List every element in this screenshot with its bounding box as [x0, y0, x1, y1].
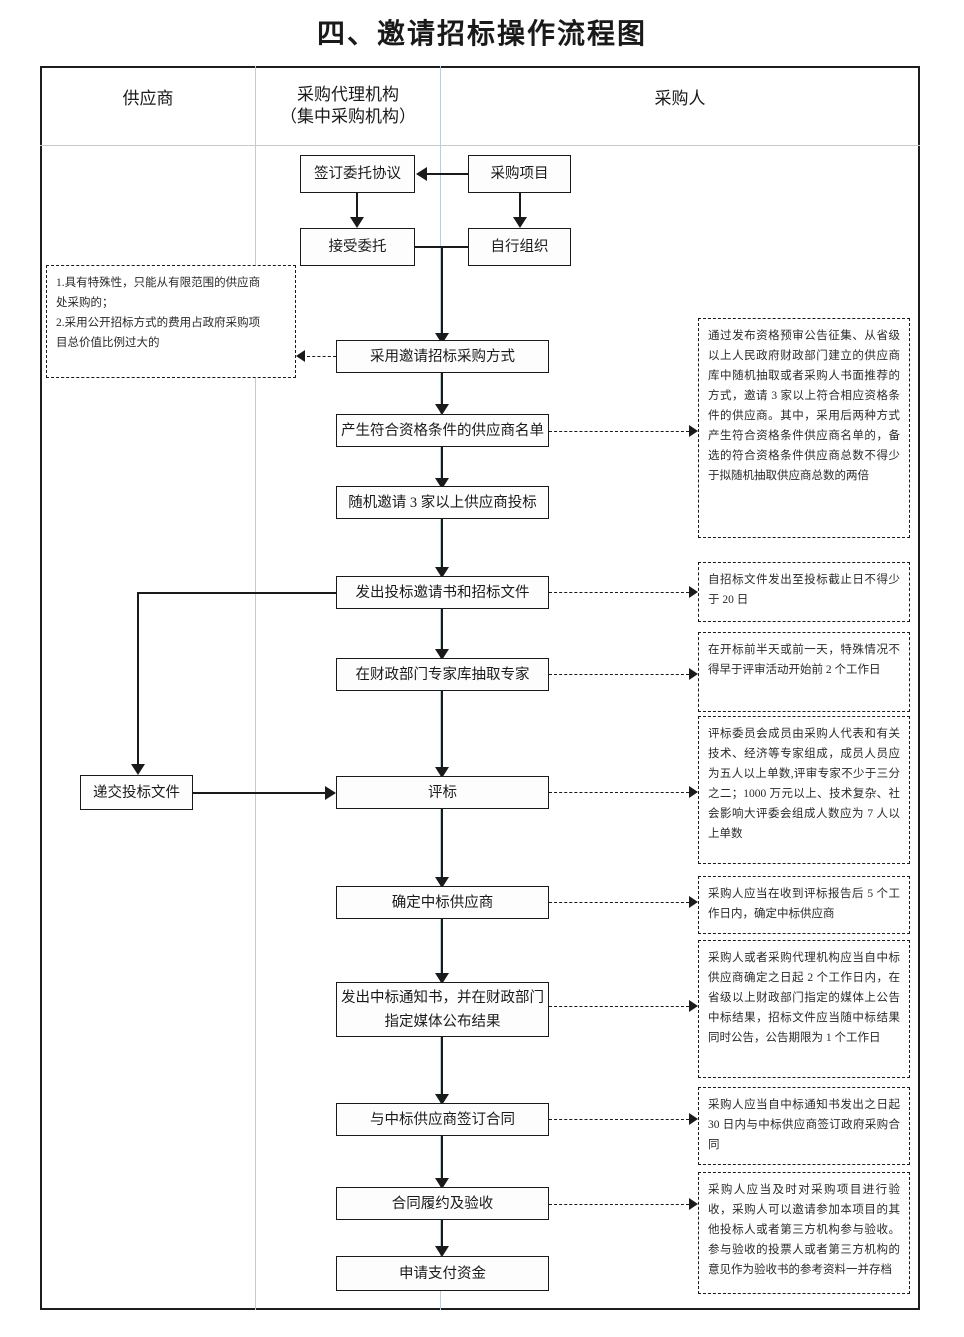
connector-project-to-self: [519, 193, 521, 222]
lane-header-agency-line2: （集中采购机构）: [280, 107, 416, 126]
arrowhead-invite-to-issue: [435, 567, 449, 578]
arrowhead-issue-to-experts: [435, 649, 449, 660]
note-bid-deadline: 自招标文件发出至投标截止日不得少于 20 日: [698, 562, 910, 622]
connector-winner-to-note: [549, 902, 689, 903]
node-procurement-project[interactable]: 采购项目: [468, 155, 571, 193]
note-contract-30-days: 采购人应当自中标通知书发出之日起 30 日内与中标供应商签订政府采购合同: [698, 1087, 910, 1165]
lane-header-rule: [40, 145, 920, 146]
node-submit-bid-docs[interactable]: 递交投标文件: [80, 775, 193, 810]
arrowhead-evaluation-to-note: [689, 786, 698, 798]
connector-issue-to-note: [549, 592, 689, 593]
node-draw-experts[interactable]: 在财政部门专家库抽取专家: [336, 658, 549, 691]
node-issue-invitation-and-docs[interactable]: 发出投标邀请书和招标文件: [336, 576, 549, 609]
connector-evaluation-to-note: [549, 792, 689, 793]
note-acceptance: 采购人应当及时对采购项目进行验收，采购人可以邀请参加本项目的其他投标人或者第三方…: [698, 1172, 910, 1294]
arrowhead-project-to-sign: [416, 167, 427, 181]
arrowhead-evaluation-to-winner: [435, 877, 449, 888]
arrowhead-notice-to-note: [689, 1000, 698, 1012]
connector-contract-to-note: [549, 1119, 689, 1120]
note-expert-draw-time: 在开标前半天或前一天，特殊情况不得早于评审活动开始前 2 个工作日: [698, 632, 910, 712]
node-adopt-invited-bidding[interactable]: 采用邀请招标采购方式: [336, 340, 549, 373]
node-determine-winner[interactable]: 确定中标供应商: [336, 886, 549, 919]
node-bid-evaluation[interactable]: 评标: [336, 776, 549, 809]
connector-acceptance-to-note: [549, 1204, 689, 1205]
connector-issue-to-left-bus: [137, 592, 336, 594]
note-conditions-line2: 处采购的；: [56, 297, 114, 309]
arrowhead-contract-to-acceptance: [435, 1178, 449, 1189]
connector-adopt-to-list: [441, 373, 443, 411]
connector-list-to-note: [549, 431, 689, 432]
lane-separator-1: [255, 66, 256, 1310]
note-evaluation-committee: 评标委员会成员由采购人代表和有关技术、经济等专家组成，成员人员应为五人以上单数,…: [698, 716, 910, 864]
connector-evaluation-to-winner: [441, 809, 443, 885]
note-determine-winner-days: 采购人应当在收到评标报告后 5 个工作日内，确定中标供应商: [698, 876, 910, 934]
connector-notice-to-contract: [441, 1037, 443, 1102]
arrowhead-project-to-self: [513, 217, 527, 228]
lane-header-purchaser: 采购人: [654, 89, 706, 108]
note-conditions-line4: 目总价值比例过大的: [56, 337, 160, 349]
arrowhead-left-bus-down: [131, 764, 145, 775]
arrowhead-acceptance-to-payment: [435, 1246, 449, 1257]
note-invited-bidding-conditions: 1.具有特殊性，只能从有限范围的供应商 处采购的； 2.采用公开招标方式的费用占…: [46, 265, 296, 378]
node-sign-entrust-agreement[interactable]: 签订委托协议: [300, 155, 415, 193]
node-self-organize[interactable]: 自行组织: [468, 228, 571, 266]
arrowhead-winner-to-note: [689, 896, 698, 908]
connector-contract-to-acceptance: [441, 1136, 443, 1186]
arrowhead-winner-to-notice: [435, 973, 449, 984]
node-issue-award-notice-line2: 指定媒体公布结果: [384, 1013, 501, 1030]
note-announce-result: 采购人或者采购代理机构应当自中标供应商确定之日起 2 个工作日内，在省级以上财政…: [698, 940, 910, 1078]
arrowhead-acceptance-to-note: [689, 1198, 698, 1210]
page-title: 四、邀请招标操作流程图: [316, 19, 647, 50]
lane-header-agency-line1: 采购代理机构: [297, 85, 399, 104]
arrowhead-list-to-note: [689, 425, 698, 437]
note-conditions-line1: 1.具有特殊性，只能从有限范围的供应商: [56, 277, 261, 289]
connector-merge-down: [441, 246, 443, 340]
note-qualified-supplier-list: 通过发布资格预审公告征集、从省级以上人民政府财政部门建立的供应商库中随机抽取或者…: [698, 318, 910, 538]
arrowhead-submit-to-evaluation: [325, 786, 336, 800]
arrowhead-notice-to-contract: [435, 1094, 449, 1105]
node-generate-qualified-list[interactable]: 产生符合资格条件的供应商名单: [336, 414, 549, 447]
connector-experts-to-note: [549, 674, 689, 675]
connector-notice-to-note: [549, 1006, 689, 1007]
node-accept-entrust[interactable]: 接受委托: [300, 228, 415, 266]
arrowhead-contract-to-note: [689, 1113, 698, 1125]
note-conditions-line3: 2.采用公开招标方式的费用占政府采购项: [56, 317, 261, 329]
connector-acceptance-to-payment: [441, 1220, 443, 1254]
node-contract-performance-acceptance[interactable]: 合同履约及验收: [336, 1187, 549, 1220]
arrowhead-adopt-to-list: [435, 404, 449, 415]
connector-sign-to-accept: [356, 193, 358, 222]
connector-winner-to-notice: [441, 919, 443, 981]
connector-list-to-invite: [441, 447, 443, 485]
node-apply-payment[interactable]: 申请支付资金: [336, 1256, 549, 1291]
node-issue-award-notice[interactable]: 发出中标通知书，并在财政部门 指定媒体公布结果: [336, 982, 549, 1037]
connector-left-bus-down: [137, 592, 139, 772]
arrowhead-issue-to-note: [689, 586, 698, 598]
node-sign-contract[interactable]: 与中标供应商签订合同: [336, 1103, 549, 1136]
arrowhead-list-to-invite: [435, 478, 449, 489]
connector-project-to-sign: [427, 173, 468, 175]
connector-submit-to-evaluation: [193, 792, 325, 794]
arrowhead-sign-to-accept: [350, 217, 364, 228]
arrowhead-merge-down: [435, 333, 449, 344]
lane-header-agency: 采购代理机构 （集中采购机构）: [256, 84, 440, 128]
connector-adopt-to-note: [307, 356, 336, 357]
arrowhead-adopt-to-note: [296, 350, 305, 362]
arrowhead-experts-to-evaluation: [435, 767, 449, 778]
connector-experts-to-evaluation: [441, 691, 443, 775]
node-invite-three-suppliers[interactable]: 随机邀请 3 家以上供应商投标: [336, 486, 549, 519]
arrowhead-experts-to-note: [689, 668, 698, 680]
node-issue-award-notice-line1: 发出中标通知书，并在财政部门: [341, 989, 544, 1006]
connector-invite-to-issue: [441, 519, 443, 575]
connector-issue-to-experts: [441, 609, 443, 657]
lane-header-supplier: 供应商: [122, 89, 174, 108]
